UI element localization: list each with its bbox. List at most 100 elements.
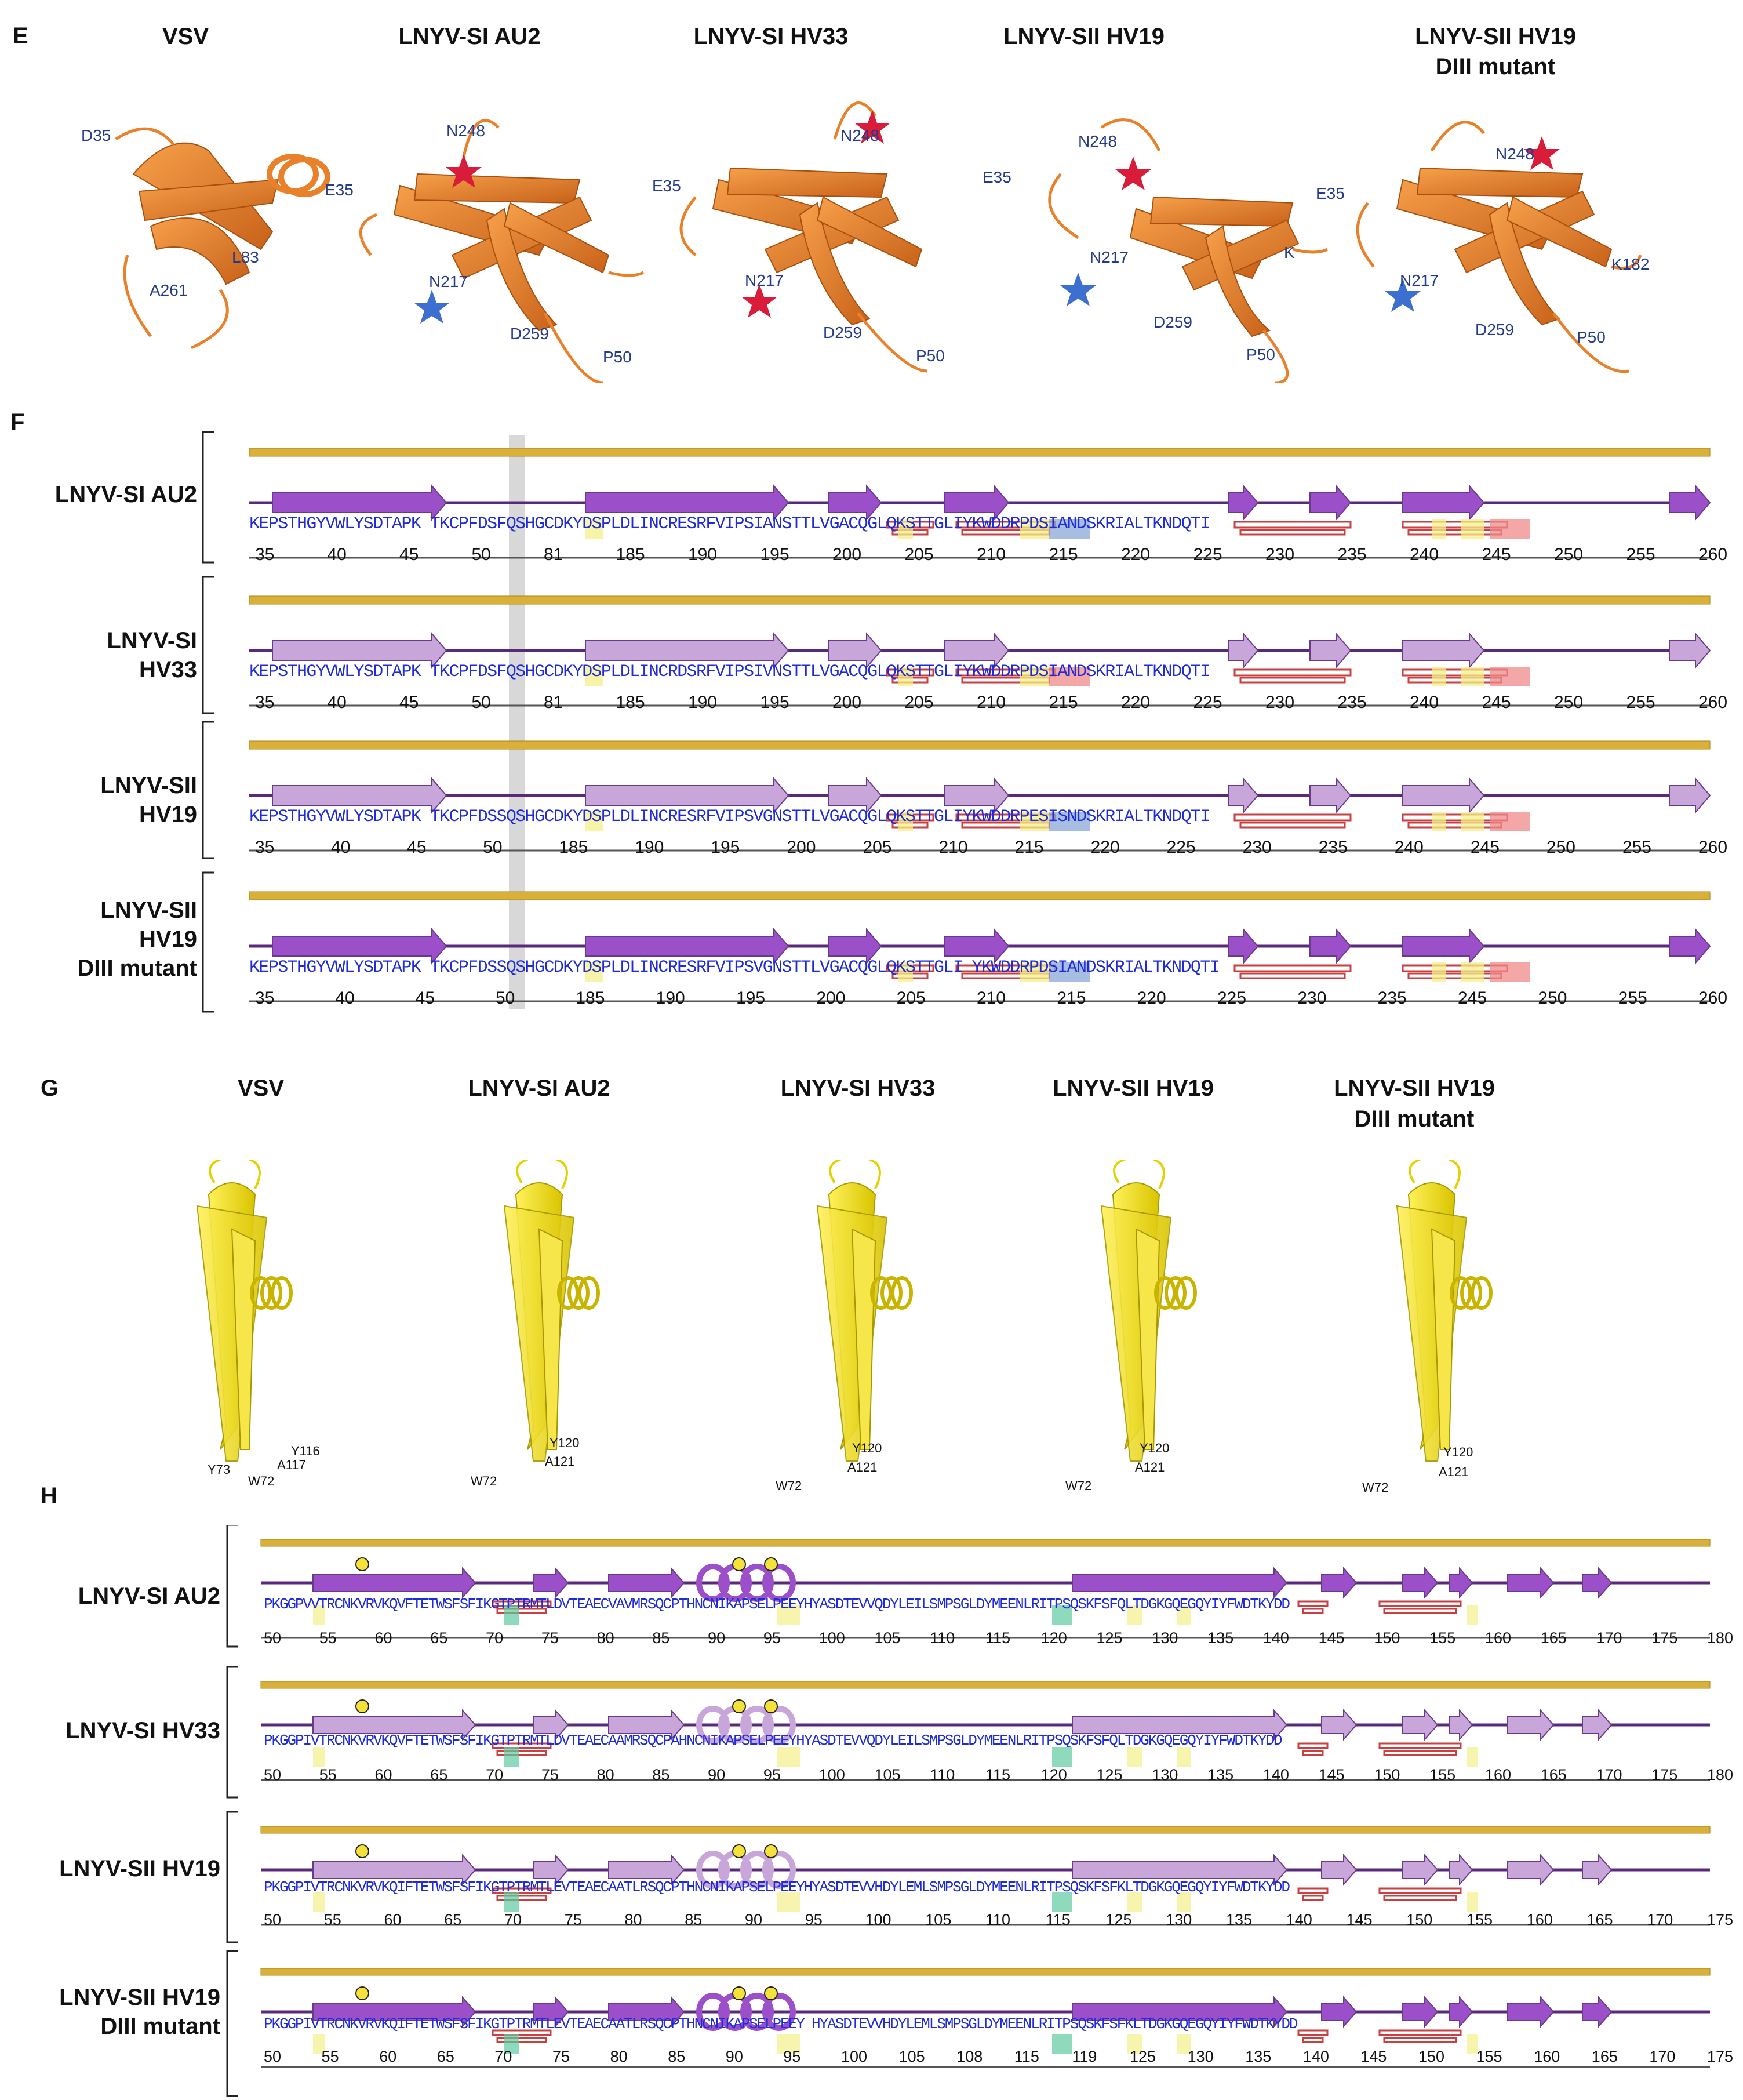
residue-label: W72 — [1362, 1480, 1389, 1495]
residue-number: 175 — [1707, 1911, 1734, 1928]
residue-number: 175 — [1651, 1629, 1678, 1647]
panel-f-letter: F — [10, 409, 25, 435]
beta-strand-arrow — [1669, 777, 1711, 814]
beta-strand-arrow — [1507, 1854, 1555, 1886]
beta-strand-arrow — [608, 1996, 685, 2028]
sequence-row: KEPSTHGYVWLYSDTAPK TKCPFDSFQSHGCDKYDSPLD… — [249, 662, 1210, 682]
beta-strand-arrow — [828, 632, 882, 669]
residue-number: 60 — [379, 2048, 397, 2065]
beta-strand-arrow — [1402, 777, 1485, 814]
disulfide-icon — [355, 1844, 369, 1858]
panel-h-row-label: LNYV-SI HV33 — [6, 1716, 220, 1745]
residue-number: 220 — [1121, 693, 1151, 712]
residue-number: 145 — [1346, 1911, 1373, 1928]
residue-number: 130 — [1152, 1629, 1178, 1647]
residue-number: 100 — [865, 1911, 891, 1928]
row-label-line: LNYV-SII — [100, 773, 197, 798]
residue-label: A261 — [150, 281, 188, 299]
residue-number: 135 — [1245, 2048, 1272, 2065]
residue-label: K182 — [1611, 255, 1650, 273]
residue-number: 125 — [1130, 2048, 1156, 2065]
helix-bundle-ribbon — [196, 1160, 293, 1462]
beta-strand-arrow — [585, 777, 789, 814]
beta-strand-arrow — [1669, 484, 1711, 521]
disulfide-icon — [732, 1986, 746, 2000]
residue-highlight — [1432, 667, 1446, 686]
residue-number: 165 — [1540, 1766, 1567, 1783]
helix-bundle-ribbon — [503, 1160, 600, 1462]
residue-highlight — [1461, 519, 1484, 539]
residue-label: D35 — [81, 126, 111, 144]
beta-strand-arrow — [1507, 1996, 1555, 2028]
residue-highlight — [1177, 1747, 1191, 1767]
residue-number: 50 — [483, 838, 503, 857]
residue-number: 100 — [841, 2048, 868, 2065]
residue-highlight — [1020, 812, 1049, 831]
sequence-row: PKGGPIVTRCNKVRVKQIFTETWSFSFIKGTPTRMTLEVT… — [264, 2015, 1298, 2033]
residue-number: 215 — [1049, 545, 1078, 564]
beta-strand-arrow — [1449, 1567, 1473, 1599]
residue-label: W72 — [248, 1474, 275, 1488]
residue-number: 135 — [1207, 1629, 1234, 1647]
residue-label: N248 — [1078, 132, 1117, 150]
residue-number: 105 — [925, 1911, 952, 1928]
residue-number: 35 — [255, 545, 275, 564]
residue-number: 180 — [1707, 1766, 1734, 1783]
disulfide-icon — [764, 1557, 778, 1571]
hairpin-bar — [1297, 1887, 1329, 1894]
residue-number: 255 — [1626, 545, 1655, 564]
residue-label: D259 — [510, 325, 549, 343]
panel-g-title-au2: LNYV-SI AU2 — [468, 1076, 610, 1101]
residue-number: 215 — [1049, 693, 1078, 712]
residue-number: 125 — [1096, 1766, 1123, 1783]
residue-number: 200 — [832, 693, 862, 712]
row-label-line: LNYV-SI HV33 — [66, 1718, 220, 1743]
residue-number: 50 — [264, 1766, 282, 1783]
beta-strand-arrow — [1507, 1709, 1555, 1741]
residue-number: 235 — [1337, 693, 1367, 712]
panel-f-row-label: LNYV-SII HV19 DIII mutant — [6, 896, 197, 983]
residue-highlight — [1049, 812, 1090, 831]
residue-highlight — [898, 519, 913, 539]
panel-e-structures — [115, 101, 1642, 383]
residue-highlight — [898, 962, 913, 982]
residue-number: 155 — [1429, 1629, 1456, 1647]
beta-strand-arrow — [1449, 1996, 1473, 2028]
residue-number: 135 — [1226, 1911, 1253, 1928]
residue-highlight — [1490, 667, 1530, 686]
residue-number: 35 — [255, 989, 275, 1008]
alpha-helix — [762, 1564, 796, 1602]
helix-bundle-ribbon — [1100, 1160, 1197, 1462]
residue-number: 75 — [564, 1911, 582, 1928]
residue-label: P50 — [603, 348, 632, 366]
residue-number: 85 — [668, 2048, 686, 2065]
residue-number: 210 — [977, 989, 1006, 1008]
panel-e-letter: E — [13, 23, 28, 49]
residue-number: 120 — [1040, 1629, 1067, 1647]
residue-number: 230 — [1242, 838, 1272, 857]
residue-number: 140 — [1286, 1911, 1312, 1928]
beta-strand-arrow — [1309, 484, 1352, 521]
residue-number: 225 — [1193, 693, 1222, 712]
red-star-icon — [446, 154, 482, 188]
residue-number: 65 — [430, 1766, 448, 1783]
residue-number: 145 — [1318, 1766, 1345, 1783]
residue-number: 245 — [1470, 838, 1500, 857]
star-icons — [414, 110, 1560, 324]
residue-number: 220 — [1137, 989, 1166, 1008]
residue-number: 70 — [504, 1911, 522, 1928]
alpha-helix — [740, 1993, 774, 2031]
residue-number: 110 — [930, 1629, 955, 1647]
residue-highlight — [504, 2034, 519, 2054]
residue-highlight — [1177, 1605, 1191, 1625]
beta-strand-arrow — [1582, 1996, 1613, 2028]
residue-number: 80 — [610, 2048, 628, 2065]
residue-number: 255 — [1618, 989, 1647, 1008]
residue-label: L83 — [232, 248, 259, 266]
residue-number: 145 — [1360, 2048, 1387, 2065]
residue-label: N217 — [429, 273, 468, 290]
beta-strand-arrow — [533, 1709, 569, 1741]
residue-label: A121 — [847, 1460, 878, 1474]
residue-number: 250 — [1546, 838, 1575, 857]
residue-highlight — [1049, 962, 1090, 982]
